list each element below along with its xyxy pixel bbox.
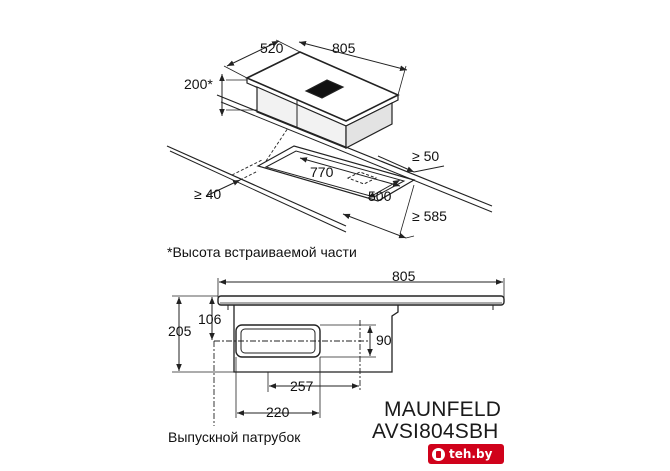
vent-slot (304, 79, 345, 99)
dim-cutout-depth-label: 500 (368, 188, 392, 204)
dim-gap-back-label: ≥ 50 (412, 148, 440, 164)
dim-cutout-width-label: 770 (310, 164, 334, 180)
hob-body-front (345, 102, 393, 149)
dim-duct-offset-label: 106 (198, 311, 222, 327)
dim-height-label: 200* (184, 76, 213, 92)
isometric-view (166, 39, 493, 239)
glass-plate (217, 295, 505, 306)
worktop-front-edge (166, 145, 347, 227)
brand-name: MAUNFELD (384, 398, 502, 421)
dim-worktop-depth-label: ≥ 585 (412, 208, 447, 224)
dim-duct-position-label: 257 (290, 378, 314, 394)
worktop-front-edge-inner (169, 150, 347, 233)
side-view (172, 278, 505, 426)
dim-gap-front-label: ≥ 40 (194, 186, 222, 202)
watermark-text: teh.by (449, 447, 493, 461)
cutout-inner (264, 150, 406, 198)
outlet-label: Выпускной патрубок (168, 429, 301, 445)
dim-total-width-label: 805 (392, 268, 416, 284)
dim-total-height-label: 205 (168, 323, 192, 339)
footnote: *Высота встраиваемой части (167, 244, 357, 260)
dim-width-label: 805 (332, 40, 356, 56)
dim-duct-width-label: 220 (266, 404, 290, 420)
hob-body-outline (233, 305, 399, 373)
worktop-back-edge-inner (220, 101, 493, 213)
model-name: AVSI804SBH (372, 420, 499, 443)
logo-icon (432, 447, 445, 461)
cutout-outer (256, 145, 416, 202)
dim-duct-height-label: 90 (376, 332, 392, 348)
dim-depth-label: 520 (260, 40, 284, 56)
watermark-logo: teh.by (428, 444, 504, 464)
worktop-back-edge (216, 94, 493, 207)
